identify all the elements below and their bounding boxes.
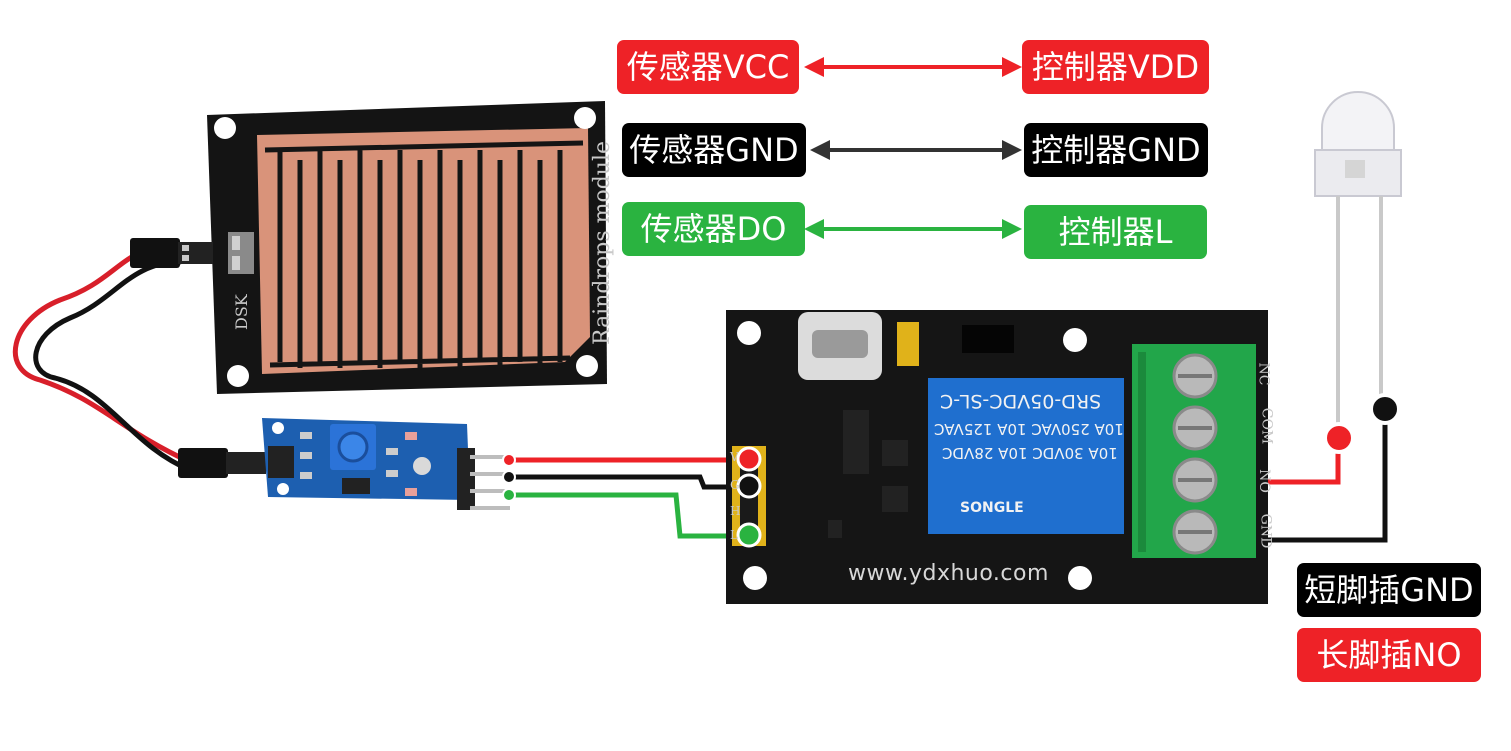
screw-terminals bbox=[1172, 353, 1218, 555]
controller-gnd-label: 控制器GND bbox=[1024, 123, 1208, 177]
relay-model-label: SRD-05VDC-SL-C bbox=[940, 390, 1102, 412]
header-pin-l: L bbox=[730, 528, 738, 542]
led bbox=[1314, 91, 1402, 434]
led-short-pin-label: 短脚插GND bbox=[1297, 563, 1481, 617]
sensor-vcc-dot bbox=[502, 453, 516, 467]
copper-traces bbox=[264, 140, 584, 368]
header-pin-g: G bbox=[730, 478, 740, 492]
header-vdd-dot bbox=[736, 446, 762, 472]
dsk-brand-label: DSK bbox=[232, 294, 251, 330]
sensor-cable bbox=[12, 238, 266, 478]
header-pin-v: V bbox=[730, 450, 739, 464]
header-pin-h: H bbox=[730, 504, 741, 518]
header-gnd-dot bbox=[736, 473, 762, 499]
led-long-pin-dot bbox=[1323, 422, 1355, 454]
controller-vdd-label: 控制器VDD bbox=[1022, 40, 1209, 94]
raindrop-sensor-plate bbox=[207, 101, 607, 394]
terminal-no-label: NO bbox=[1255, 469, 1272, 493]
terminal-gnd-label: GND bbox=[1257, 513, 1274, 549]
watermark: www.ydxhuo.com bbox=[848, 561, 1049, 586]
relay-rating-1: 10A 250VAC 10A 125VAC bbox=[934, 420, 1124, 438]
relay-controller-board bbox=[726, 310, 1268, 604]
relay-brand-label: SONGLE bbox=[960, 500, 1024, 516]
led-wires bbox=[1268, 412, 1388, 543]
led-short-pin-dot bbox=[1369, 393, 1401, 425]
sensor-gnd-dot bbox=[502, 470, 516, 484]
signal-wires bbox=[509, 457, 748, 539]
led-long-pin-label: 长脚插NO bbox=[1297, 628, 1481, 682]
terminal-com-label: COM bbox=[1258, 407, 1275, 445]
terminal-nc-label: NC bbox=[1255, 362, 1272, 386]
relay-rating-2: 10A 30VDC 10A 28VDC bbox=[942, 444, 1118, 462]
sensor-gnd-label: 传感器GND bbox=[622, 123, 806, 177]
controller-l-label: 控制器L bbox=[1024, 205, 1207, 259]
sensor-do-dot bbox=[502, 488, 516, 502]
sensor-do-label: 传感器DO bbox=[622, 202, 805, 256]
raindrop-module-label: Raindrops module bbox=[590, 140, 615, 345]
header-l-dot bbox=[736, 522, 762, 548]
sensor-control-module bbox=[262, 418, 510, 510]
sensor-vcc-label: 传感器VCC bbox=[617, 40, 799, 94]
